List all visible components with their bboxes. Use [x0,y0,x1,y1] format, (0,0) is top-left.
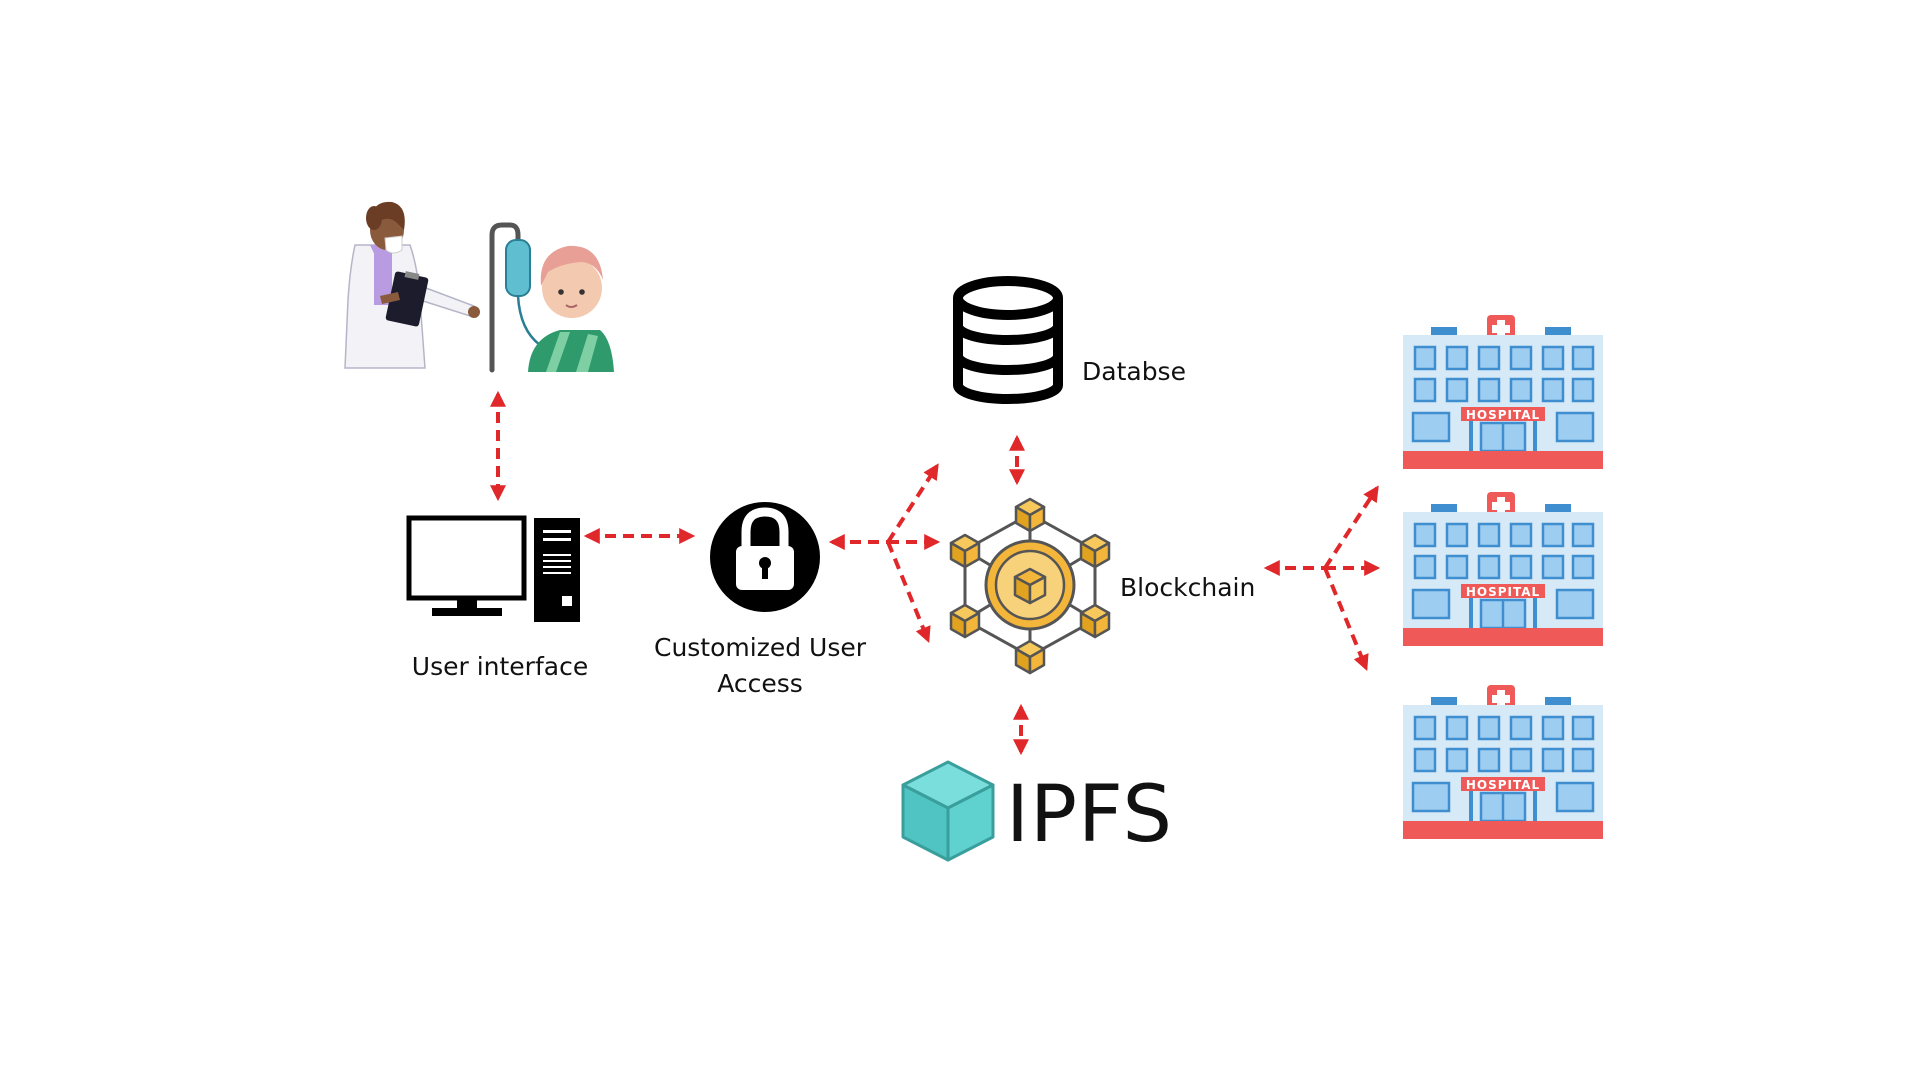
access-label-line1: Customized User [653,633,867,662]
hospital-building-icon: HOSPITAL [1401,490,1605,648]
hospital-building-icon: HOSPITAL [1401,313,1605,471]
computer-icon [406,515,580,622]
hospital-sign: HOSPITAL [1466,585,1540,599]
database-label: Databse [1082,357,1186,386]
ipfs-cube-icon [901,760,995,862]
connectors [490,390,1381,756]
hospital-building-icon: HOSPITAL [1401,683,1605,841]
ipfs-label: IPFS [1006,770,1174,860]
doctor-and-patient-icon [344,201,614,373]
padlock-icon [710,502,820,612]
arrow-fork-down [886,541,931,643]
user-interface-label: User interface [411,652,589,681]
blockchain-label: Blockchain [1120,573,1256,602]
database-icon [953,276,1063,404]
hospital-sign: HOSPITAL [1466,778,1540,792]
blockchain-network-icon [949,497,1111,675]
arrow-fork-up [886,463,939,544]
arrow-hospital-bottom [1323,567,1369,671]
hospital-sign: HOSPITAL [1466,408,1540,422]
patient-figure [489,222,614,373]
arrow-hospital-top [1323,485,1379,570]
doctor-figure [344,201,480,369]
access-label-line2: Access [717,669,803,698]
